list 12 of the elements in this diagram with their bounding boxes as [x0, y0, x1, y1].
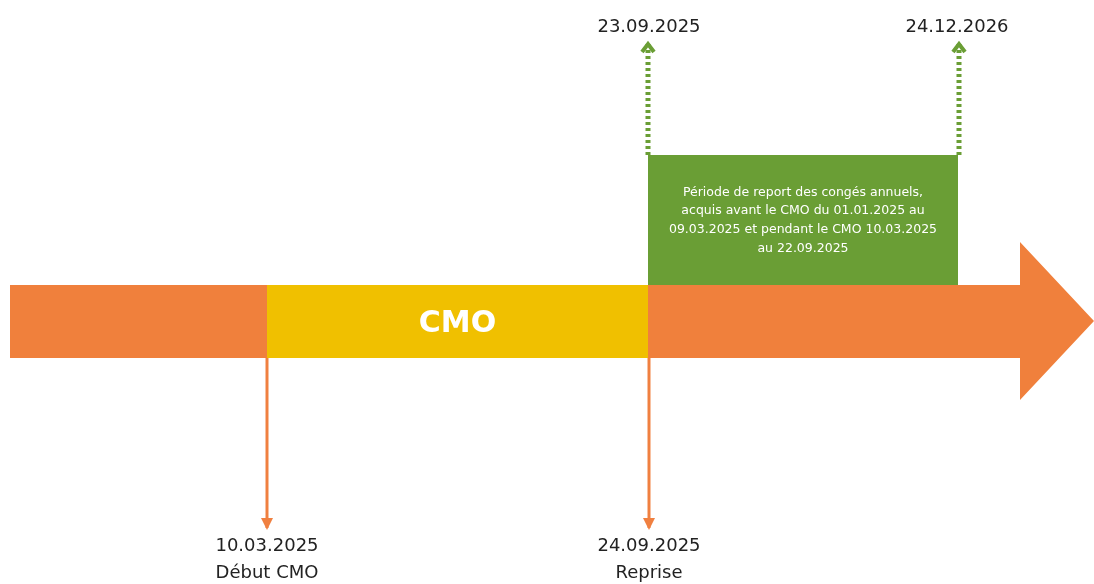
date-label: 23.09.2025 [589, 10, 709, 40]
arrow [951, 42, 967, 155]
date-label: 24.12.2026 [897, 10, 1017, 40]
arrow [643, 358, 655, 530]
arrow [640, 42, 656, 155]
period-bar: CMO [267, 285, 648, 358]
date-label: 24.09.2025 [597, 533, 701, 557]
event-label: Reprise [615, 560, 683, 584]
event-label: Début CMO [215, 560, 319, 584]
date-label: 10.03.2025 [215, 533, 319, 557]
period-box: Période de report des congés annuels, acquis avant le CMO du 01.01.2025 au 09.03.2025 et pendant le CMO 10.03.2025 au 22.09.2025 [648, 155, 958, 285]
arrow [261, 358, 273, 530]
